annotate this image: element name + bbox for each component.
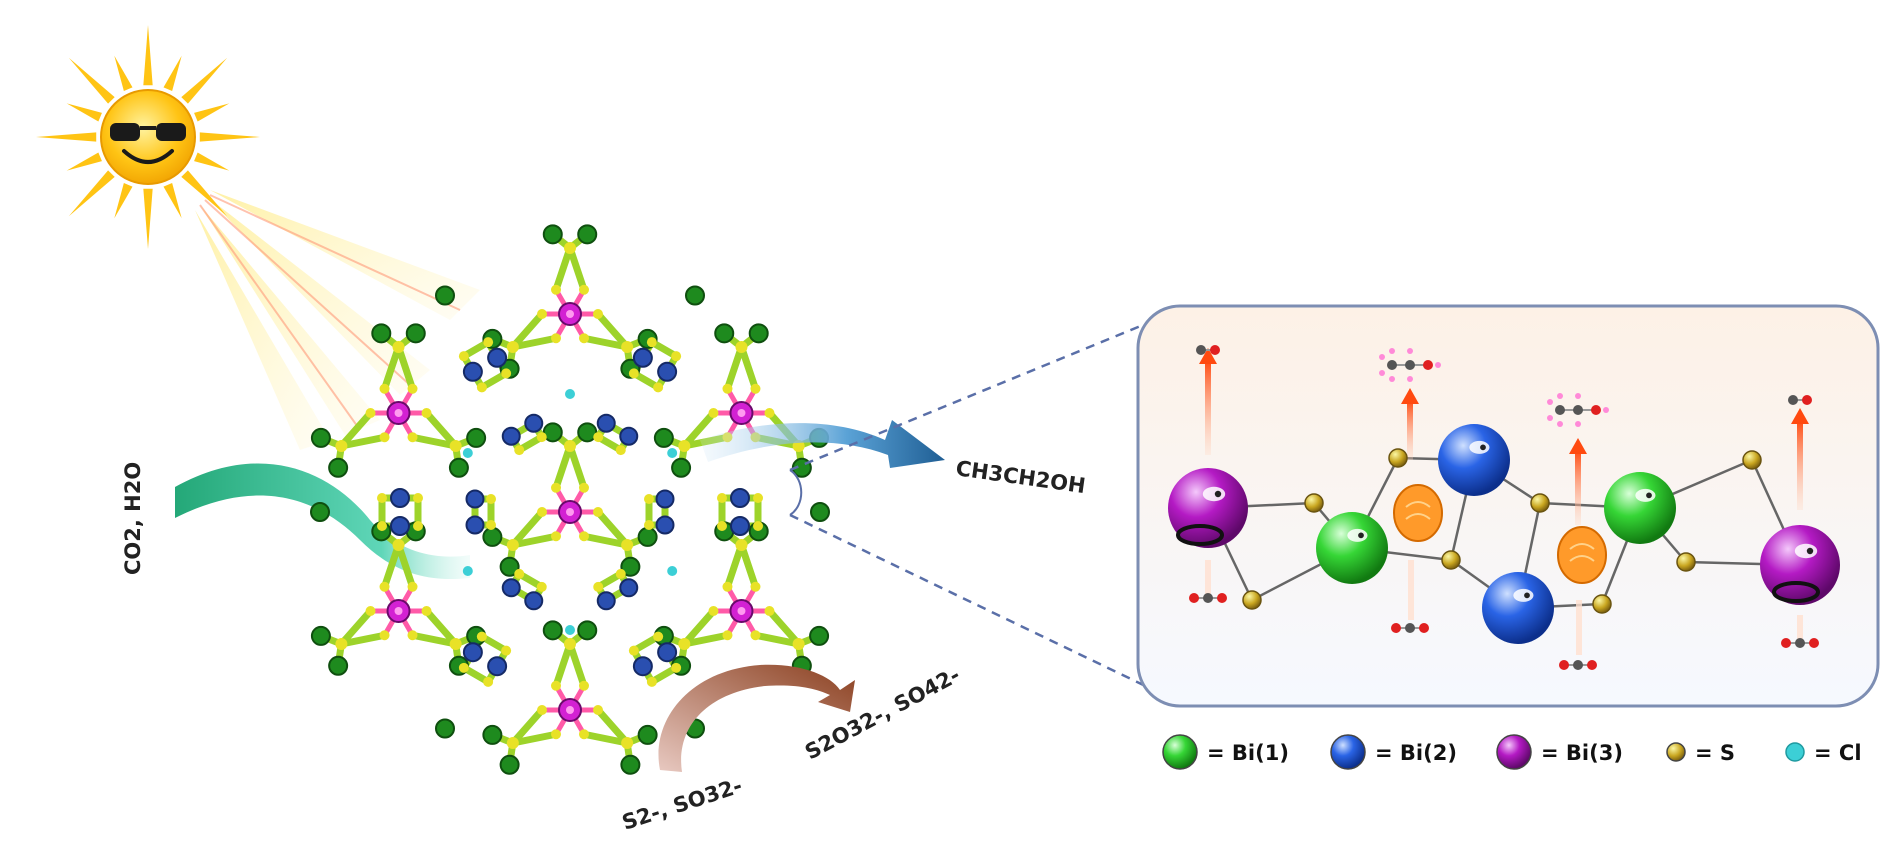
legend-swatch-2: [1496, 734, 1532, 770]
outflow-arrow: [700, 420, 945, 468]
legend-label-0: = Bi(1): [1207, 741, 1289, 765]
legend-swatch-3: [1666, 742, 1686, 762]
zoom-indicator: [789, 316, 1161, 694]
legend-label-3: = S: [1695, 741, 1735, 765]
sun-icon: [36, 25, 260, 249]
legend-label-2: = Bi(3): [1541, 741, 1623, 765]
framework-structure: [310, 224, 830, 775]
legend-label-1: = Bi(2): [1375, 741, 1457, 765]
light-beams: [195, 190, 480, 450]
inset-panel: [1136, 304, 1880, 708]
sacrificial-arrow: [658, 664, 855, 772]
legend-swatch-4: [1785, 742, 1805, 762]
label-product: CH3CH2OH: [954, 456, 1087, 498]
legend-swatch-1: [1330, 734, 1366, 770]
label-sacrificial-in: S2-, SO32-: [619, 773, 745, 834]
label-reactants: CO2, H2O: [121, 462, 145, 575]
legend-swatch-0: [1162, 734, 1198, 770]
legend-label-4: = Cl: [1814, 741, 1862, 765]
legend: = Bi(1) = Bi(2) = Bi(3) = S = Cl: [1162, 734, 1862, 770]
